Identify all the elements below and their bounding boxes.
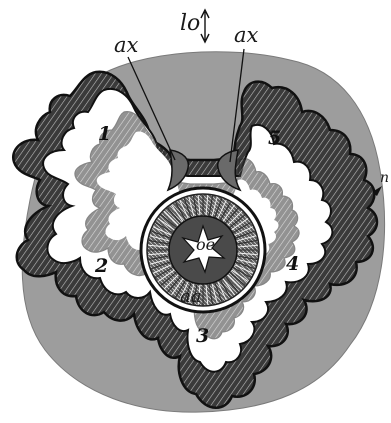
ax-right-label: ax bbox=[234, 23, 259, 47]
aa-label: aa bbox=[180, 286, 201, 307]
lobe-4-label: 4 bbox=[286, 253, 299, 275]
lobe-1-label: 1 bbox=[98, 123, 111, 145]
orientation-label: lo bbox=[180, 11, 200, 36]
ax-left-label: ax bbox=[114, 33, 139, 57]
lobe-5-label: 5 bbox=[268, 127, 281, 149]
lobe-2-label: 2 bbox=[94, 255, 108, 277]
n-label: n bbox=[380, 170, 389, 186]
lobe-3-label: 3 bbox=[196, 325, 209, 347]
oe-label: oe bbox=[196, 235, 215, 254]
